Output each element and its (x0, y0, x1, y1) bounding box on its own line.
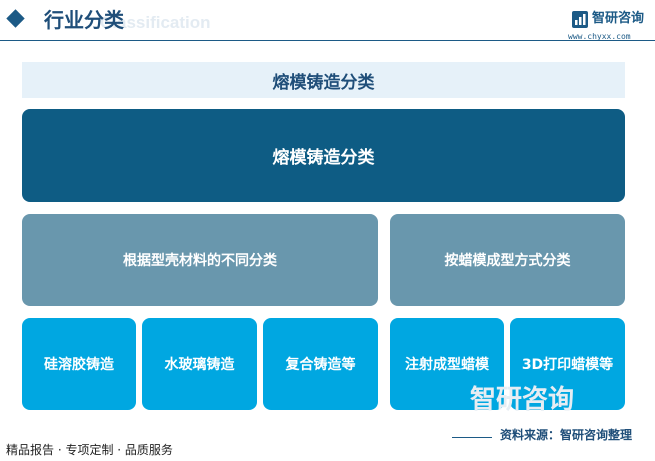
source-note: 资料来源：智研咨询整理 (500, 428, 633, 442)
footer-divider (452, 437, 492, 438)
category-node-shell-material: 根据型壳材料的不同分类 (22, 214, 378, 306)
category-node-wax-forming: 按蜡模成型方式分类 (390, 214, 625, 306)
diagram-title: 熔模铸造分类 (22, 62, 625, 98)
footer-slogan: 精品报告 · 专项定制 · 品质服务 (6, 443, 173, 457)
brand-watermark: 智研咨询 (470, 385, 575, 415)
leaf-node: 复合铸造等 (263, 318, 378, 410)
leaf-node: 硅溶胶铸造 (22, 318, 136, 410)
root-node: 熔模铸造分类 (22, 109, 625, 202)
header-diamond-icon (6, 9, 25, 28)
leaf-node: 3D打印蜡模等 (510, 318, 625, 410)
chart-bars-logo-icon (572, 11, 588, 28)
brand-url[interactable]: www.chyxx.com (568, 32, 631, 41)
brand-name: 智研咨询 (592, 11, 645, 26)
page-title: 行业分类 (44, 8, 124, 32)
header-watermark: Classification (100, 13, 211, 32)
header-divider (0, 40, 655, 41)
leaf-node: 注射成型蜡模 (390, 318, 504, 410)
leaf-node: 水玻璃铸造 (142, 318, 257, 410)
